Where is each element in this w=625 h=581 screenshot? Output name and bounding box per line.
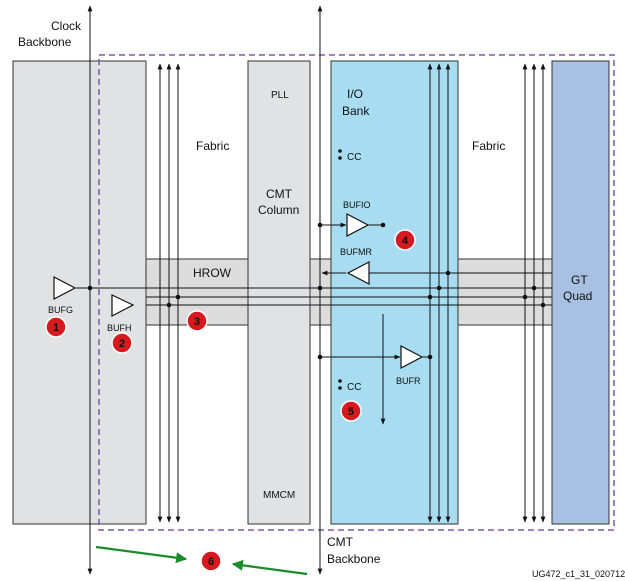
bufh-label: BUFH	[107, 323, 132, 333]
cmt-column-block	[247, 60, 311, 525]
gt-quad-block	[551, 60, 610, 525]
clock-backbone-label-line1: Clock	[51, 19, 82, 33]
cc-dots-bottom	[338, 379, 342, 390]
cmt-column-label-line1: CMT	[266, 187, 293, 201]
bufg-label: BUFG	[48, 305, 73, 315]
figure-id-label: UG472_c1_31_020712	[532, 569, 625, 579]
fabric-right-label: Fabric	[472, 139, 505, 153]
bufio-label: BUFIO	[343, 200, 371, 210]
green-arrow-left	[95, 545, 188, 564]
cc-bottom-label: CC	[347, 382, 361, 393]
bufh-buffer-icon	[111, 294, 135, 317]
bufg-buffer-icon	[53, 276, 77, 300]
badge-4: 4	[394, 229, 416, 251]
clock-backbone-label-line2: Backbone	[18, 35, 72, 49]
cmt-column-label-line2: Column	[258, 203, 299, 217]
svg-text:2: 2	[119, 338, 125, 350]
gt-quad-label-line1: GT	[571, 273, 588, 287]
gt-quad-label-line2: Quad	[563, 289, 592, 303]
svg-text:4: 4	[402, 235, 409, 247]
svg-text:3: 3	[194, 316, 200, 328]
svg-text:1: 1	[53, 322, 59, 334]
cmt-backbone-label-line1: CMT	[327, 535, 354, 549]
bufmr-buffer-icon	[346, 261, 370, 285]
badge-2: 2	[111, 332, 133, 354]
bufmr-label: BUFMR	[340, 247, 372, 257]
hrow-label: HROW	[193, 266, 232, 280]
badge-6: 6	[200, 550, 222, 572]
fabric-left-vertical-clocks	[157, 63, 181, 523]
badge-5: 5	[340, 400, 362, 422]
badge-1: 1	[45, 316, 67, 338]
cmt-backbone-label-line2: Backbone	[327, 552, 381, 566]
mmcm-label: MMCM	[263, 490, 295, 501]
badge-3: 3	[186, 310, 208, 332]
bufr-buffer-icon	[400, 345, 424, 369]
io-bank-label-line1: I/O	[347, 87, 363, 101]
io-bank-label-line2: Bank	[342, 104, 370, 118]
green-arrow-right	[231, 559, 308, 576]
pll-label: PLL	[271, 90, 289, 101]
clock-backbone-block	[12, 60, 147, 525]
hrow-band-right	[457, 258, 553, 326]
bufr-label: BUFR	[396, 376, 421, 386]
svg-text:5: 5	[348, 406, 354, 418]
fabric-right-vertical-clocks	[522, 63, 546, 523]
fabric-left-label: Fabric	[196, 139, 229, 153]
cc-top-label: CC	[347, 152, 361, 163]
bufio-buffer-icon	[346, 213, 370, 237]
svg-text:6: 6	[208, 556, 214, 568]
cc-dots-top	[338, 149, 342, 160]
io-bank-vertical-clocks	[380, 63, 451, 523]
clock-region-outline	[98, 54, 615, 531]
